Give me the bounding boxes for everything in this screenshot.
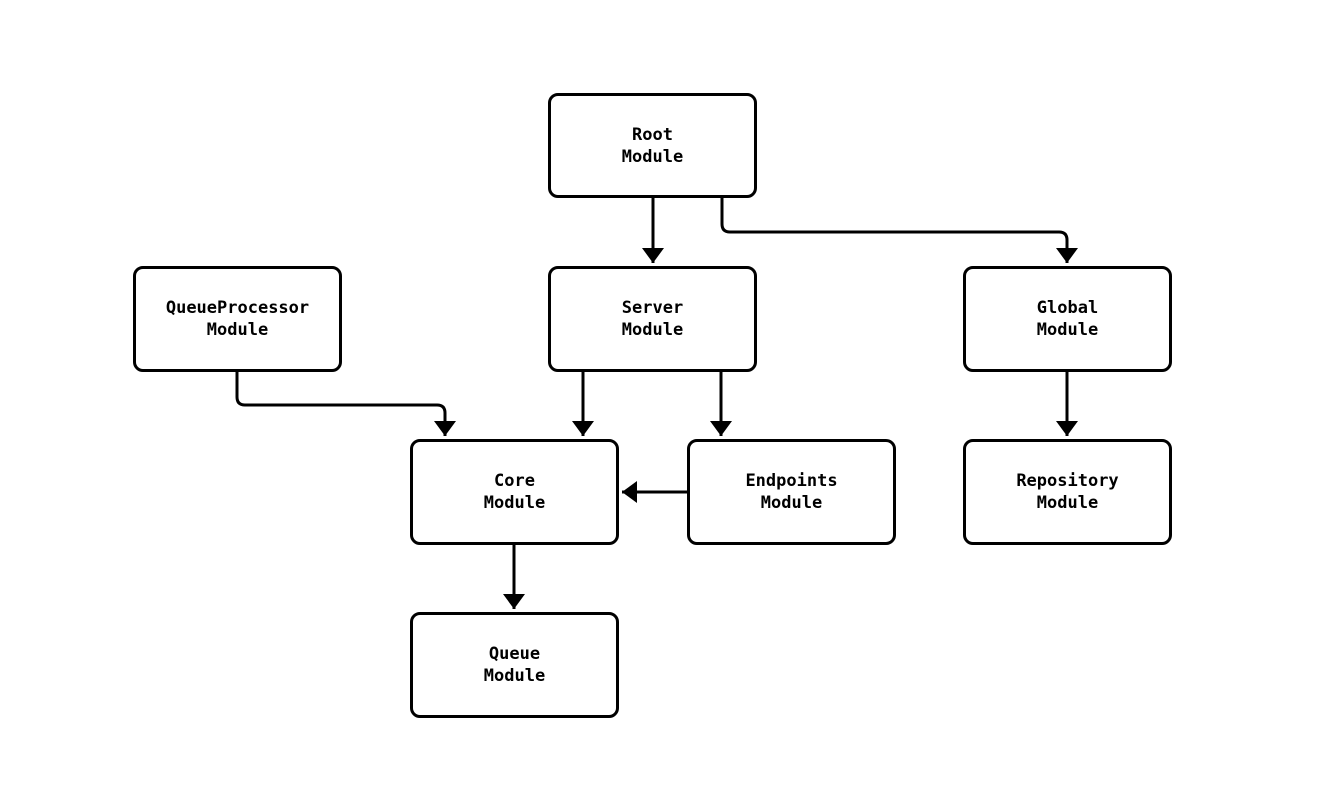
edge-queueprocessor-to-core (235, 372, 456, 436)
module-node-label: Root Module (621, 124, 684, 167)
module-node-label: Queue Module (483, 644, 546, 686)
node-server-module: Server Module (548, 266, 757, 372)
node-endpoints-module: Endpoints Module (687, 439, 896, 545)
module-node-label: Server Module (621, 298, 684, 340)
module-node-label: Global Module (1036, 298, 1099, 340)
node-root-module: Root Module (548, 93, 757, 198)
module-node-label: QueueProcessor Module (165, 298, 310, 340)
node-queue-module: Queue Module (410, 612, 619, 718)
module-node-label: Endpoints Module (745, 471, 838, 513)
module-node-label: Repository Module (1016, 471, 1119, 513)
node-global-module: Global Module (963, 266, 1172, 372)
module-node-label: Core Module (483, 471, 546, 513)
node-core-module: Core Module (410, 439, 619, 545)
node-repository-module: Repository Module (963, 439, 1172, 545)
node-queueprocessor-module: QueueProcessor Module (133, 266, 342, 372)
edge-root-to-global (720, 198, 1078, 263)
